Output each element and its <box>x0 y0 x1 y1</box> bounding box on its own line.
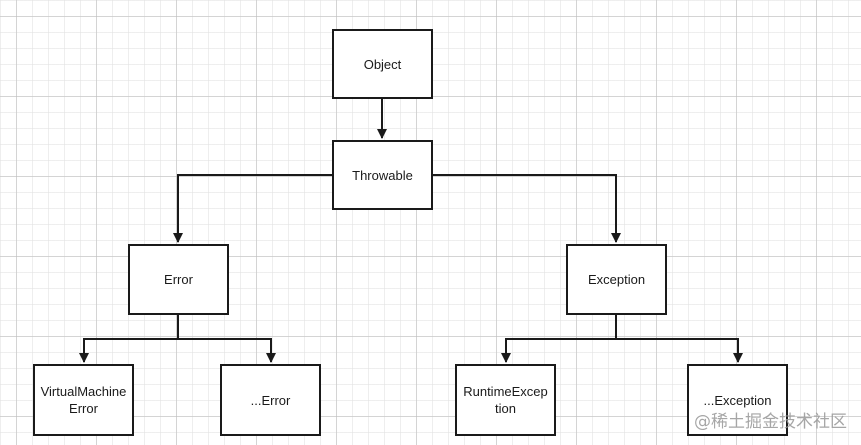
node-throwable-label: Throwable <box>352 167 413 183</box>
node-virtual-machine-error: VirtualMachineError <box>33 364 134 436</box>
watermark: @稀土掘金技术社区 <box>694 412 847 432</box>
node-runtime-exception-label: RuntimeException <box>463 384 548 416</box>
node-runtime-exception: RuntimeException <box>455 364 556 436</box>
arrow-throwable-to-error <box>173 174 332 243</box>
node-exception-more-label: ...Exception <box>703 392 772 408</box>
node-object: Object <box>332 29 433 99</box>
node-object-label: Object <box>363 56 402 72</box>
node-error-more-label: ...Error <box>250 392 291 408</box>
node-virtual-machine-error-label: VirtualMachineError <box>40 384 127 416</box>
node-error: Error <box>128 244 229 315</box>
node-exception-more: ...Exception <box>687 364 788 436</box>
arrow-error-to-vme <box>79 338 178 363</box>
arrow-exception-to-exception-more <box>616 338 743 363</box>
arrow-exception-to-runtime <box>501 338 616 363</box>
node-exception: Exception <box>566 244 667 315</box>
arrow-throwable-to-exception <box>433 174 621 243</box>
node-error-label: Error <box>164 272 193 287</box>
node-error-more: ...Error <box>220 364 321 436</box>
node-exception-label: Exception <box>587 272 646 287</box>
arrow-error-to-error-more <box>178 338 276 363</box>
node-throwable: Throwable <box>332 140 433 210</box>
